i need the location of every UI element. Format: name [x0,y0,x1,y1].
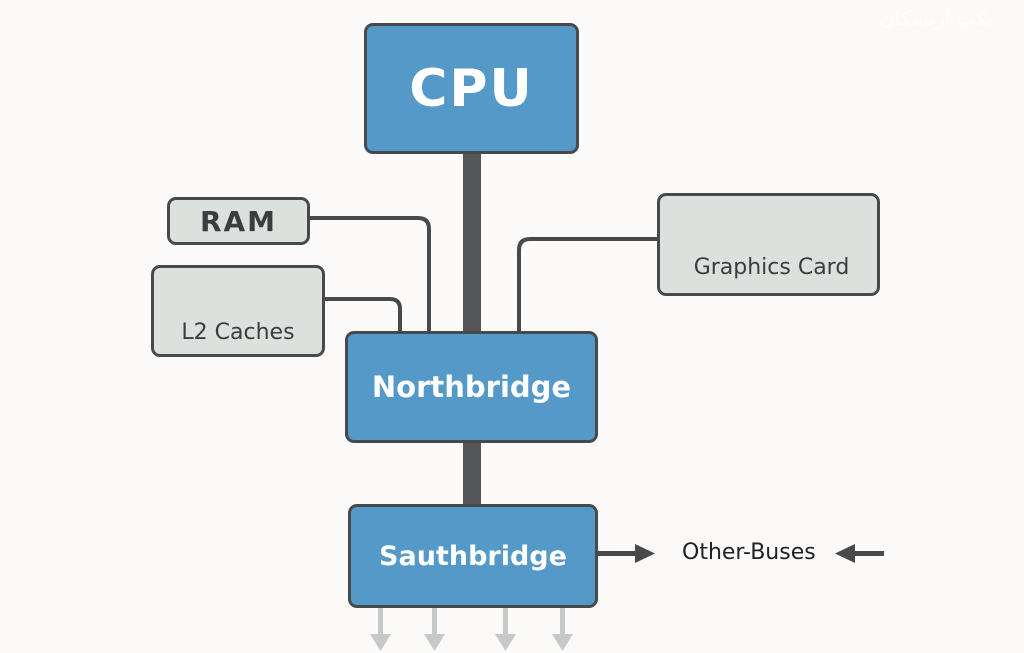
io-arrow [495,608,516,651]
l2-caches-node: L2 Caches [151,265,325,357]
northbridge-node: Northbridge [345,331,598,443]
northbridge-label: Northbridge [371,370,572,404]
io-arrow [424,608,445,651]
graphics-card-label: Graphics Card [693,255,850,280]
io-arrow [370,608,391,651]
gpu-connector [517,237,659,333]
io-arrow [552,608,573,651]
io-arrows [370,608,573,651]
other-buses-label: Other-Buses [682,540,816,565]
ram-node: RAM [167,197,310,245]
cpu-northbridge-bus [463,152,481,333]
graphics-card-node: Graphics Card [657,193,880,296]
external-to-otherbuses-arrow [835,544,884,563]
southbridge-to-otherbuses-arrow [597,544,655,563]
l2-connector [325,297,402,333]
cpu-node: CPU [364,23,579,154]
l2-caches-label: L2 Caches [181,320,295,345]
southbridge-label: Sauthbridge [379,540,567,572]
ram-label: RAM [199,204,278,238]
cpu-label: CPU [409,58,534,119]
watermark: بكب ارتسكان [880,6,994,30]
ram-connector [310,216,431,333]
northbridge-southbridge-bus [463,441,481,506]
southbridge-node: Sauthbridge [348,504,598,608]
